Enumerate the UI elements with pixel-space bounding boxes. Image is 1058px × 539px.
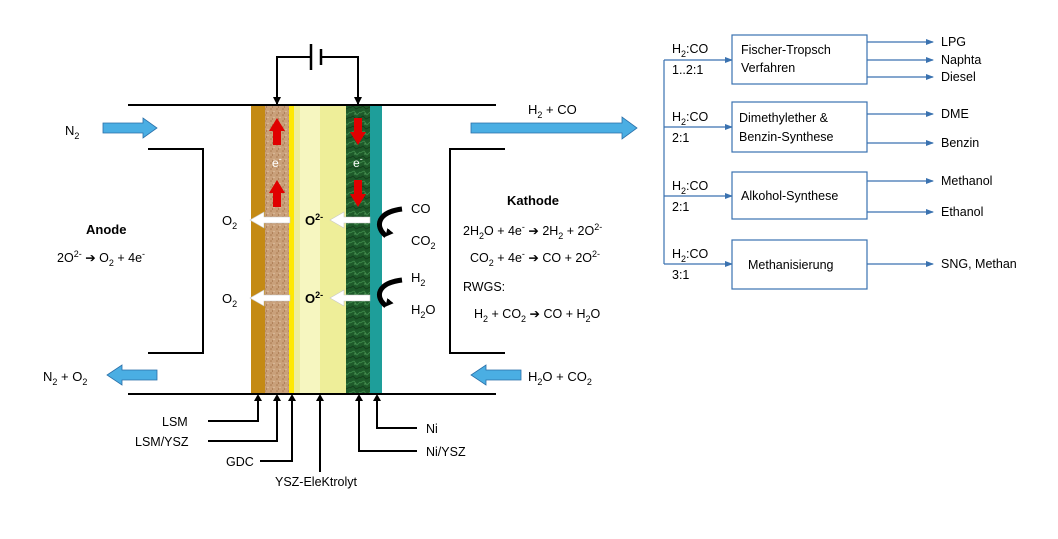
product-label: Benzin [941, 136, 979, 150]
product-label: DME [941, 107, 969, 121]
h2-co-out-arrow-icon [470, 116, 638, 140]
rwgs-reaction: H2 + CO2 ➔ CO + H2O [474, 307, 601, 324]
product-label: Methanol [941, 174, 992, 188]
layer-label-lsm-ysz: LSM/YSZ [135, 435, 189, 449]
n2-in-label: N2 [65, 123, 79, 141]
electron-label: e- [272, 154, 282, 170]
gdc-layer [289, 106, 294, 393]
cathode-reaction-2: CO2 + 4e- ➔ CO + 2O2- [470, 249, 600, 268]
cathode-label: Kathode [507, 193, 559, 208]
product-arrows [867, 39, 934, 267]
electrolyte-highlight [300, 106, 320, 393]
housing [128, 56, 505, 395]
arrow-right-icon: ➔ [530, 307, 541, 321]
h2o-to-h2-curved-arrow-icon [376, 277, 403, 308]
cathode-reaction-1: 2H2O + 4e- ➔ 2H2 + 2O2- [463, 222, 602, 241]
process-name: Fischer-Tropsch [741, 43, 831, 57]
layer-label-lsm: LSM [162, 415, 188, 429]
cathode-wall [449, 148, 505, 354]
ion-arrow-icon [249, 211, 291, 229]
process-name: Dimethylether & [739, 111, 829, 125]
product-label: Ethanol [941, 205, 983, 219]
ratio-label: H2:CO [672, 179, 709, 196]
arrow-right-icon: ➔ [528, 224, 539, 238]
layer-pointers [208, 397, 417, 472]
ion-arrow-icon [329, 211, 371, 229]
electron-up-arrow-icon [269, 180, 285, 207]
circuit-wire-right [322, 56, 359, 105]
layer-label-ni-ysz: Ni/YSZ [426, 445, 466, 459]
anode-label: Anode [86, 222, 126, 237]
co2-label: CO2 [411, 233, 436, 251]
flow-branches [664, 57, 733, 267]
electron-arrows [269, 118, 366, 207]
product-label: Naphta [941, 53, 981, 67]
process-name: Benzin-Synthese [739, 130, 834, 144]
battery-icon [309, 44, 323, 70]
ratio-label: H2:CO [672, 247, 709, 264]
lsm-ysz-layer [265, 106, 289, 393]
electron-down-arrow-icon [350, 118, 366, 145]
circuit-wire-left [276, 56, 310, 105]
ion-arrows [249, 211, 371, 307]
h2-label: H2 [411, 270, 425, 288]
process-name: Verfahren [741, 61, 795, 75]
electron-labels: e- e- [272, 154, 363, 170]
gas-curved-arrows [376, 206, 403, 308]
ion-arrow-icon [249, 289, 291, 307]
arrow-right-icon: ➔ [528, 251, 539, 265]
ni-layer [370, 106, 382, 393]
h2-co-out-label: H2 + CO [528, 102, 577, 120]
ion-arrow-icon [329, 289, 371, 307]
oxygen-ion-label: O2- [305, 290, 323, 306]
ratio-label: H2:CO [672, 110, 709, 127]
rwgs-label: RWGS: [463, 280, 505, 294]
process-box-fischer-tropsch [731, 34, 868, 85]
ratio-value: 3:1 [672, 268, 689, 282]
process-name: Alkohol-Synthese [741, 189, 838, 203]
lsm-layer [251, 106, 265, 393]
h2o-co2-in-arrow-icon [470, 364, 522, 386]
arrow-right-icon: ➔ [85, 251, 96, 265]
ratio-value: 2:1 [672, 131, 689, 145]
electron-down-arrow-icon [350, 180, 366, 207]
n2-o2-out-label: N2 + O2 [43, 369, 87, 387]
ratio-value: 2:1 [672, 200, 689, 214]
anode-reaction: 2O2- ➔ O2 + 4e- [57, 249, 145, 268]
layer-pointer-heads [254, 394, 381, 401]
o2-product-label: O2 [222, 291, 237, 309]
process-box-dme [731, 101, 868, 153]
current-arrow-icons [273, 97, 362, 105]
product-label: SNG, Methan [941, 257, 1017, 271]
n2-in-arrow-icon [102, 117, 158, 139]
h2o-co2-in-label: H2O + CO2 [528, 369, 592, 387]
anode-wall [148, 148, 204, 354]
blue-arrows [102, 116, 638, 386]
layer-label-gdc: GDC [226, 455, 254, 469]
ni-ysz-layer [346, 106, 370, 393]
cell-layers [251, 106, 382, 393]
product-label: LPG [941, 35, 966, 49]
process-box-methanation [731, 239, 868, 290]
process-name: Methanisierung [748, 258, 834, 272]
o2-product-label: O2 [222, 213, 237, 231]
product-label: Diesel [941, 70, 976, 84]
process-flow: H2:CO 1..2:1 H2:CO 2:1 H2:CO 2:1 H2:CO 3… [663, 34, 1017, 290]
ratio-value: 1..2:1 [672, 63, 703, 77]
process-box-alcohol [731, 171, 868, 220]
layer-label-electrolyte: YSZ-EleKtrolyt [275, 475, 357, 489]
co2-to-co-curved-arrow-icon [376, 206, 403, 238]
n2-o2-out-arrow-icon [106, 364, 158, 386]
oxygen-ion-label: O2- [305, 212, 323, 228]
process-boxes [731, 34, 868, 290]
electron-label: e- [353, 154, 363, 170]
layer-label-ni: Ni [426, 422, 438, 436]
ratio-label: H2:CO [672, 42, 709, 59]
co-label: CO [411, 201, 431, 216]
electron-up-arrow-icon [269, 118, 285, 145]
h2o-label: H2O [411, 302, 436, 320]
